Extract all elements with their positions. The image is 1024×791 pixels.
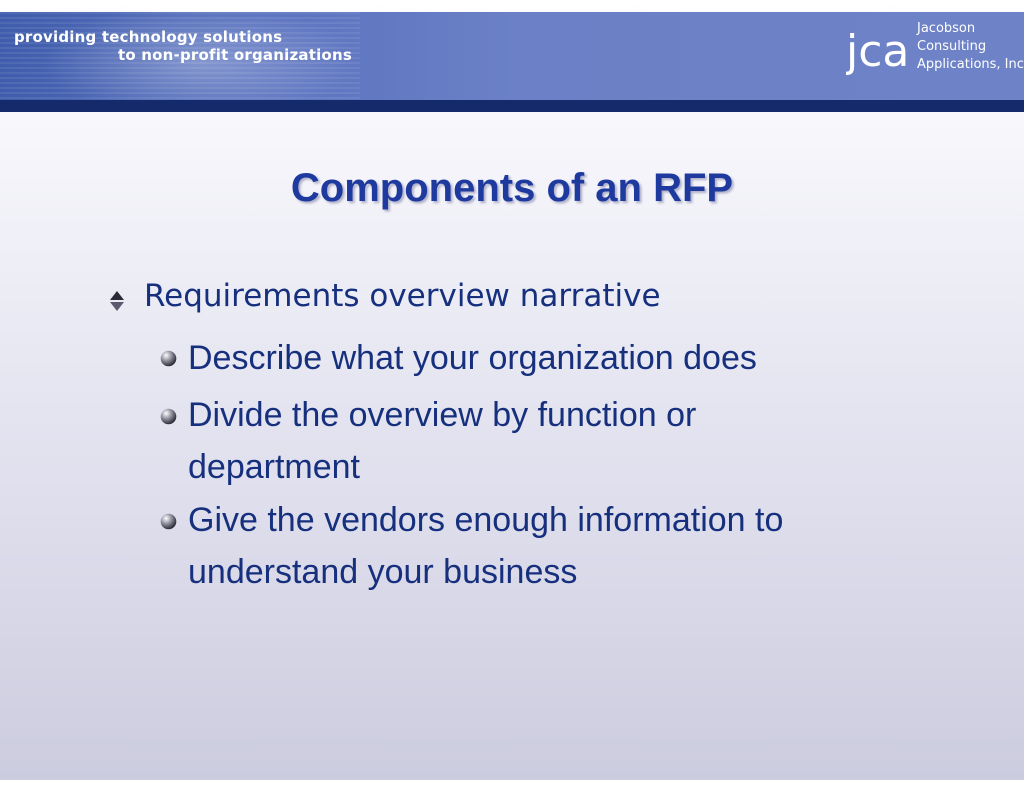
sub-bullet-3-line-1: Give the vendors enough information to xyxy=(188,501,784,539)
sphere-bullet-icon xyxy=(160,408,177,425)
company-name-line-2: Consulting xyxy=(917,39,987,54)
logo-mark-text: jca xyxy=(846,26,909,77)
header-banner: providing technology solutions to non-pr… xyxy=(0,12,1024,100)
sub-bullet-1: Describe what your organization does xyxy=(188,332,757,384)
sphere-bullet-icon xyxy=(160,513,177,530)
arrow-bullet-icon xyxy=(110,291,124,311)
sub-bullet-3: Give the vendors enough information to u… xyxy=(188,494,783,598)
sub-bullet-1-line-1: Describe what your organization does xyxy=(188,339,757,377)
sub-bullet-3-line-2: understand your business xyxy=(188,553,578,591)
tagline-line-1: providing technology solutions xyxy=(14,28,283,46)
bullet-requirements-overview: Requirements overview narrative xyxy=(144,278,661,314)
slide-title: Components of an RFP xyxy=(290,166,734,210)
sub-bullet-2-line-1: Divide the overview by function or xyxy=(188,396,697,434)
jca-logo-icon: jca xyxy=(846,26,909,77)
sub-bullet-2-line-2: department xyxy=(188,448,360,486)
company-name-line-3: Applications, Inc. xyxy=(917,57,1024,72)
tagline-line-2: to non-profit organizations xyxy=(118,46,352,64)
company-name: Jacobson Consulting Applications, Inc. xyxy=(917,20,1024,74)
banner-glow xyxy=(40,12,360,100)
sphere-bullet-icon xyxy=(160,350,177,367)
banner-texture xyxy=(0,12,360,100)
header-divider xyxy=(0,100,1024,112)
company-name-line-1: Jacobson xyxy=(917,21,976,36)
sub-bullet-2: Divide the overview by function or depar… xyxy=(188,389,696,493)
